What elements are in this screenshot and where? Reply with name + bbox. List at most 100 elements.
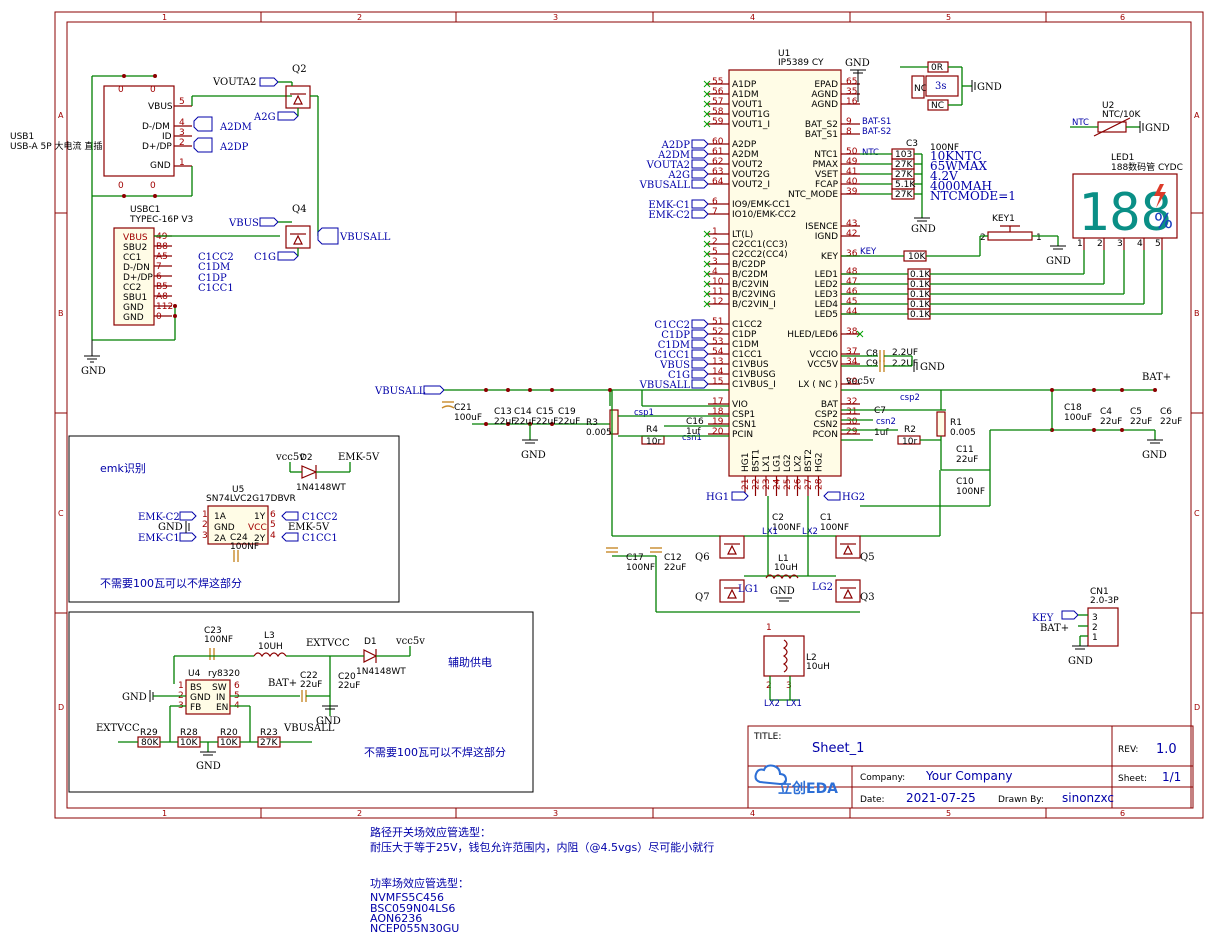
rset-val-1: 27K [895, 160, 913, 170]
led-res-2: 0.1K [910, 290, 931, 300]
svg-text:csn2: csn2 [876, 417, 896, 427]
svg-text:1N4148WT: 1N4148WT [356, 667, 406, 677]
svg-text:D2: D2 [300, 453, 313, 463]
u1-right-network: 0R NC NC 3s GND BAT-S1 BAT-S2 NTC C3 100… [860, 61, 1016, 235]
svg-text:Q4: Q4 [292, 204, 307, 215]
u1-rpinnum-20: 34 [846, 357, 858, 367]
u1-rpin-6: PMAX [812, 160, 838, 170]
u1-net-12: C1G [668, 370, 690, 381]
q4-net-gate: C1G [254, 252, 276, 263]
svg-text:GND: GND [1142, 450, 1167, 461]
col-label-2b: 2 [357, 809, 362, 818]
u1-pinnum-63: 63 [712, 167, 723, 177]
cn1-connector[interactable]: CN1 2.0-3P 3 2 1 KEY BAT+ GND [1032, 587, 1119, 667]
led1-pin-5: 5 [1155, 239, 1161, 249]
usbc1-pin-2: CC1 [123, 253, 141, 263]
col-label-5b: 5 [946, 809, 951, 818]
usb1-connector[interactable]: USB1 USB-A 5P 大电流 直插 VBUS D-/DM ID D+/DP… [10, 85, 192, 191]
u1-bpin-21: HG1 [741, 453, 751, 472]
u1-pinnum-7: 7 [712, 207, 718, 217]
u1-bpinnum-27: 27 [804, 479, 814, 490]
u1-ic[interactable]: U1 IP5389 CY A1DP55A1DM56VOUT157VOUT1G58… [703, 49, 864, 496]
l2-inductor[interactable]: L2 10uH 2 3 1 LX2 LX1 [763, 623, 830, 709]
col-label-5: 5 [946, 13, 951, 22]
svg-text:BAT+: BAT+ [268, 678, 297, 689]
cloud-logo-icon [754, 764, 788, 786]
svg-text:2.2UF: 2.2UF [892, 359, 918, 369]
svg-text:1uf: 1uf [874, 428, 889, 438]
u1-pinnum-4: 4 [712, 267, 718, 277]
rset-val-3: 5.1K [895, 180, 916, 190]
usb1-num-3: 3 [179, 128, 185, 138]
row-label-c: C [58, 509, 64, 518]
u1-left-nets: A2DPA2DMVOUTA2A2GVBUSALLEMK-C1EMK-C2C1CC… [639, 139, 709, 391]
u1-bpinnum-26: 26 [794, 478, 804, 490]
svg-text:LED1: LED1 [1111, 153, 1134, 163]
r-0r: 0R [931, 63, 943, 73]
logo-text: 立创EDA [778, 780, 838, 797]
u1-bpin-26: LX2 [794, 455, 804, 472]
u1-pinnum-55: 55 [712, 77, 723, 87]
key1-button[interactable]: KEY1 2 1 GND [979, 214, 1071, 267]
emk-block: emk识别 不需要100瓦可以不焊这部分 vcc5v D2 EMK-5V 1N4… [68, 435, 400, 603]
svg-text:csp1: csp1 [634, 408, 654, 418]
svg-text:GND: GND [521, 450, 546, 461]
usbc1-num-6: A8 [156, 292, 168, 302]
u1-bpinnum-22: 22 [752, 479, 762, 490]
q2-mosfet[interactable]: Q2 VOUTA2 A2G [212, 64, 311, 123]
svg-text:1: 1 [766, 623, 772, 633]
usb1-num-1: 1 [179, 158, 185, 168]
svg-text:22uF: 22uF [956, 455, 978, 465]
u1-rpinnum-18: 38 [846, 327, 858, 337]
u1-rpinnum-11: 42 [846, 229, 857, 239]
led-res-3: 0.1K [910, 300, 931, 310]
svg-text:R29: R29 [140, 728, 158, 738]
usbc1-pin-6: SBU1 [123, 293, 147, 303]
u1-net-4: VBUSALL [639, 180, 691, 191]
u1-rpin-11: IGND [815, 232, 838, 242]
svg-text:C22: C22 [300, 671, 318, 681]
u1-pin-3: B/C2DP [732, 260, 766, 270]
q4-net-drain: VBUSALL [339, 232, 391, 243]
svg-text:Your Company: Your Company [925, 769, 1013, 783]
svg-text:1: 1 [202, 510, 208, 520]
svg-text:C1CC2: C1CC2 [302, 512, 338, 523]
svg-text:C2: C2 [772, 513, 784, 523]
col-label-6: 6 [1120, 13, 1125, 22]
u1-rpinnum-24: 30 [846, 417, 858, 427]
u1-pin-57: VOUT1 [732, 100, 763, 110]
u2-ntc[interactable]: U2 NTC/10K NTC GND [1070, 101, 1170, 137]
svg-text:C9: C9 [866, 359, 878, 369]
svg-text:10K: 10K [220, 738, 238, 748]
notes: 路径开关场效应管选型： 耐压大于等于25V，钱包允许范围内，内阻（@4.5vgs… [370, 825, 714, 935]
usb1-value: USB-A 5P 大电流 直插 [10, 140, 102, 152]
u1-bpin-22: BST1 [752, 449, 762, 472]
u1-rpin-10: ISENCE [805, 222, 838, 232]
svg-text:4: 4 [270, 531, 276, 541]
lightning-icon [1154, 184, 1166, 208]
usbc1-num-3: 7 [156, 262, 162, 272]
q4-mosfet[interactable]: Q4 VBUS C1G VBUSALL [228, 204, 391, 263]
svg-text:3: 3 [1092, 613, 1098, 623]
usbc1-num-8: 0 [156, 312, 162, 322]
svg-text:KEY: KEY [860, 247, 877, 257]
svg-text:C7: C7 [874, 406, 886, 416]
u1-bpin-25: LG2 [783, 454, 793, 472]
rset-val-2: 27K [895, 170, 913, 180]
u1-bpin-23: LX1 [762, 455, 772, 472]
usb1-ref: USB1 [10, 132, 34, 142]
svg-text:EMK-C2: EMK-C2 [138, 512, 180, 523]
u1-pinnum-13: 13 [712, 357, 723, 367]
u1-bpinnum-25: 25 [783, 479, 793, 490]
svg-text:csn1: csn1 [682, 433, 702, 443]
u1-pin-19: CSN1 [732, 420, 756, 430]
svg-text:C19: C19 [558, 407, 576, 417]
led-res-4: 0.1K [910, 310, 931, 320]
rset-desc-3: 4000MAH [930, 179, 992, 193]
svg-text:22uF: 22uF [664, 563, 686, 573]
svg-text:1A: 1A [214, 512, 227, 522]
aux-note: 不需要100瓦可以不焊这部分 [364, 745, 506, 759]
u1-net-1: A2DM [657, 150, 690, 161]
